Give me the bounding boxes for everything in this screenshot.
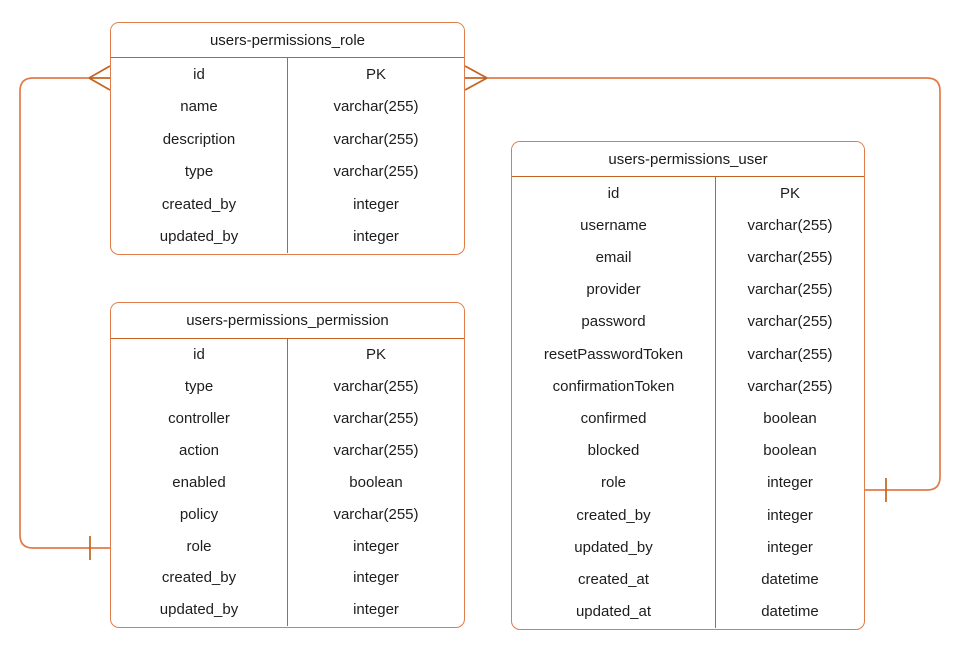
field-name: confirmationToken: [552, 377, 675, 395]
field-type: PK: [779, 184, 800, 202]
field-name: blocked: [587, 442, 640, 460]
field-type: varchar(255): [333, 442, 419, 459]
field-type: integer: [353, 537, 399, 555]
field-type: integer: [353, 195, 399, 213]
field-type: varchar(255): [333, 98, 419, 116]
field-name: updated_at: [575, 603, 652, 621]
relationship-role-permission[interactable]: [19, 65, 111, 560]
field-name: id: [193, 65, 205, 83]
field-type: varchar(255): [747, 249, 833, 266]
column-field-types-permission: PK varchar(255) varchar(255) varchar(255) bo…: [288, 339, 464, 626]
crowsfoot-many-role-right: [464, 65, 488, 91]
field-name: policy: [179, 505, 219, 523]
field-name: username: [580, 216, 647, 234]
field-type: varchar(255): [333, 505, 419, 523]
field-name: created_by: [161, 569, 237, 587]
field-type: integer: [767, 506, 813, 524]
field-name: description: [162, 130, 236, 148]
field-name: updated_by: [159, 601, 239, 619]
column-field-names-user: id username email provider password resetPass…: [512, 177, 716, 628]
field-name: updated_by: [574, 538, 653, 556]
field-name: id: [193, 346, 205, 364]
entity-title-role: users-permissions_role: [111, 23, 464, 58]
field-type: boolean: [763, 410, 817, 428]
field-type: varchar(255): [747, 377, 833, 395]
field-name: type: [184, 378, 214, 396]
field-name: name: [180, 98, 218, 116]
field-type: integer: [767, 538, 813, 556]
field-type: varchar(255): [747, 281, 833, 299]
column-field-types-role: PK varchar(255) varchar(255) varchar(255) in…: [288, 58, 464, 253]
field-name: provider: [586, 281, 641, 299]
field-type: integer: [353, 228, 399, 246]
field-name: action: [178, 442, 220, 459]
field-name: updated_by: [159, 228, 239, 246]
field-name: role: [600, 474, 626, 492]
field-name: enabled: [172, 473, 226, 491]
field-name: email: [595, 249, 632, 266]
field-name: confirmed: [580, 410, 647, 428]
field-name: password: [581, 313, 646, 331]
field-type: varchar(255): [747, 313, 833, 331]
entity-body-user: id username email provider password resetPass…: [512, 177, 864, 628]
column-field-names-role: id name description type created_by updated_b…: [111, 58, 288, 253]
field-type: varchar(255): [747, 216, 833, 234]
field-name: created_at: [578, 571, 649, 589]
field-name: created_by: [576, 506, 651, 524]
field-type: PK: [365, 346, 386, 364]
column-field-names-permission: id type controller action enabled policy role c…: [111, 339, 288, 626]
field-type: integer: [353, 569, 399, 587]
field-type: varchar(255): [333, 410, 419, 428]
field-type: integer: [767, 474, 813, 492]
field-type: integer: [353, 601, 399, 619]
field-name: created_by: [161, 195, 237, 213]
field-name: role: [186, 537, 212, 555]
field-type: boolean: [349, 473, 403, 491]
field-type: varchar(255): [333, 130, 419, 148]
entity-body-permission: id type controller action enabled policy role c…: [111, 339, 464, 626]
column-field-types-user: PK varchar(255) varchar(255) varchar(255) va…: [716, 177, 864, 628]
entity-body-role: id name description type created_by updated_b…: [111, 58, 464, 253]
field-type: datetime: [761, 603, 819, 621]
field-type: varchar(255): [333, 378, 419, 396]
field-name: controller: [168, 410, 230, 428]
entity-title-user: users-permissions_user: [512, 142, 864, 177]
field-name: id: [607, 184, 620, 202]
field-type: datetime: [761, 571, 819, 589]
crowsfoot-many-role-left: [88, 65, 111, 91]
field-type: PK: [365, 65, 386, 83]
field-name: resetPasswordToken: [543, 345, 684, 363]
field-type: varchar(255): [747, 345, 833, 363]
field-name: type: [184, 163, 214, 181]
field-type: varchar(255): [333, 163, 419, 181]
entity-title-permission: users-permissions_permission: [111, 303, 464, 339]
field-type: boolean: [763, 442, 817, 460]
